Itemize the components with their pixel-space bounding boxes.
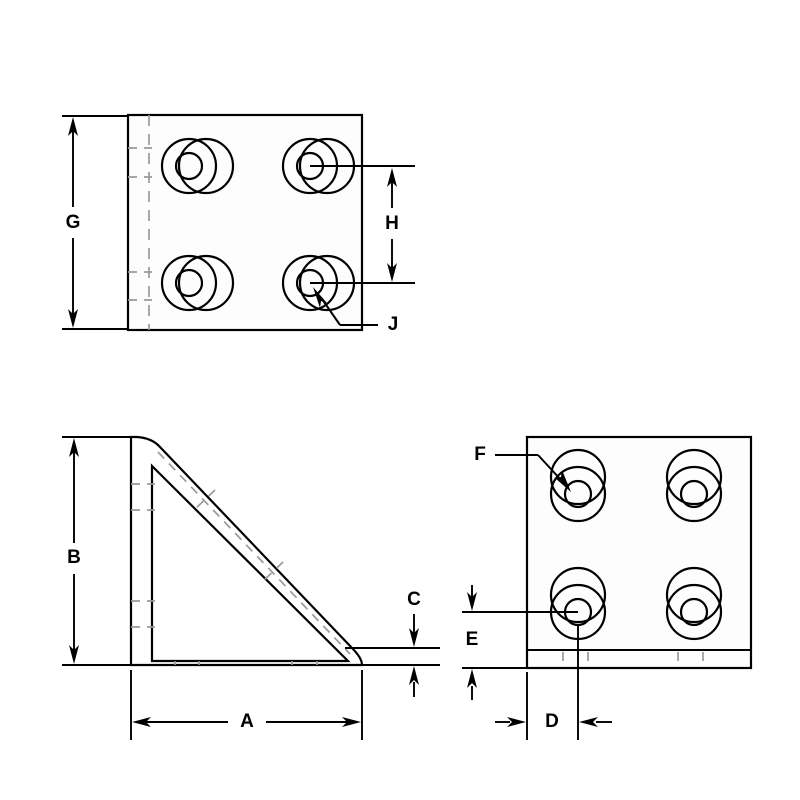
dimension-G-arrow-top [68, 117, 78, 136]
counterbore-front-circle [665, 583, 723, 641]
counterbore-front-circle [160, 254, 218, 312]
dimension-C-label: C [407, 589, 421, 610]
dimension-H-arrow-bottom [387, 263, 397, 282]
counterbore-outer-circle [177, 137, 235, 195]
counterbore-front-circle [665, 465, 723, 523]
dimension-E-arrow-top [467, 592, 477, 611]
dimension-A-arrow-left [132, 717, 151, 727]
front-view-bolt-hole-top-left [549, 448, 607, 523]
dimension-G: G [62, 115, 128, 330]
callout-J-arrow [313, 287, 327, 308]
dimension-A-label: A [240, 711, 254, 732]
dimension-G-arrow-bottom [68, 309, 78, 328]
callout-F-label: F [474, 444, 486, 465]
through-hole-circle [174, 151, 204, 181]
dimension-B: B [62, 436, 131, 666]
dimension-B-arrow-top [69, 438, 79, 457]
dimension-H: H [310, 165, 415, 284]
dimension-D-arrow-left [507, 717, 526, 727]
dimension-C: C [345, 589, 440, 697]
dimension-B-arrow-bottom [69, 645, 79, 664]
through-hole-circle [679, 479, 709, 509]
callout-F: F [474, 444, 571, 492]
through-hole-circle [679, 597, 709, 627]
counterbore-back-circle [665, 566, 723, 624]
callout-J: J [313, 287, 398, 335]
side-view-group: B C A [62, 435, 440, 740]
top-view-plate-outline [126, 113, 364, 332]
top-view-bolt-hole-top-left [160, 137, 235, 195]
side-view-hidden-rib-1 [191, 489, 216, 513]
counterbore-outer-circle [177, 254, 235, 312]
dimension-C-arrow-bottom [409, 666, 419, 685]
dimension-H-arrow-top [387, 168, 397, 187]
counterbore-back-circle [549, 566, 607, 624]
dimension-D: D [495, 625, 612, 740]
dimension-A: A [130, 670, 363, 740]
dimension-E-label: E [466, 629, 479, 650]
front-view-bolt-hole-bottom-right [665, 566, 723, 641]
callout-J-label: J [388, 314, 399, 335]
dimension-G-label: G [66, 212, 81, 233]
side-view-hidden-hypotenuse [157, 451, 351, 655]
dimension-H-label: H [385, 213, 399, 234]
front-view-group: F E D [462, 435, 753, 740]
through-hole-circle [563, 479, 593, 509]
top-view-bolt-hole-bottom-left [160, 254, 235, 312]
counterbore-back-circle [549, 448, 607, 506]
dimension-D-label: D [545, 711, 559, 732]
counterbore-front-circle [549, 465, 607, 523]
dimension-E-arrow-bottom [467, 669, 477, 688]
callout-F-leader-diagonal [537, 454, 563, 482]
callout-J-leader-diagonal [321, 298, 341, 326]
top-view-group: G H J [62, 113, 415, 335]
through-hole-circle [174, 268, 204, 298]
counterbore-back-circle [665, 448, 723, 506]
dimension-A-arrow-right [342, 717, 361, 727]
dimension-D-arrow-right [579, 717, 598, 727]
callout-F-arrow [555, 470, 571, 492]
front-view-bolt-hole-top-right [665, 448, 723, 523]
side-view-hidden-rib-2 [259, 561, 284, 585]
dimension-E: E [462, 585, 578, 700]
dimension-B-label: B [67, 547, 81, 568]
counterbore-front-circle [160, 137, 218, 195]
dimension-C-arrow-top [409, 628, 419, 647]
side-view-inner-triangle [150, 463, 351, 663]
